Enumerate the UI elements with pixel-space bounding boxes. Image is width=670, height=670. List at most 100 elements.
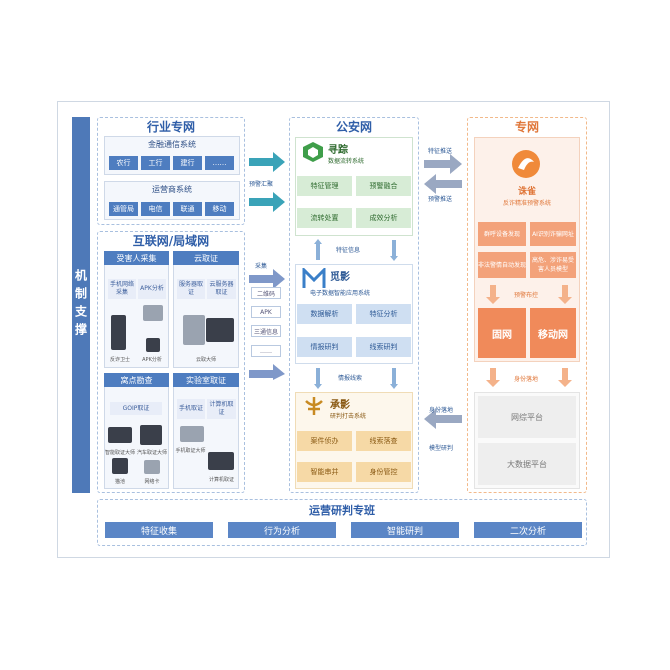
ops-item: 特征收集: [105, 522, 213, 538]
arrow-icon: [249, 192, 285, 212]
zhuque-item: AI识别诈骗网址: [530, 222, 576, 246]
input-chip: APK: [251, 306, 281, 318]
identity-label: 身份落地: [429, 407, 454, 414]
industry-network-title: 行业专网: [146, 120, 195, 134]
arrow-icon: [486, 368, 500, 387]
arrow-icon: [249, 269, 285, 289]
victim-item: APK分析: [138, 279, 166, 299]
device-caption: 汽车取证大师: [136, 450, 167, 456]
input-chip: ……: [251, 345, 281, 357]
arrow-icon: [314, 368, 322, 389]
chengying-item: 智能串并: [297, 462, 352, 482]
chengying-logo-icon: [305, 397, 323, 415]
mingying-name: 觅影: [330, 272, 350, 283]
arrow-icon: [424, 174, 462, 194]
device-caption: 计算机取证: [208, 477, 234, 483]
cloud-monitor-icon: [206, 318, 234, 342]
cloud-device-icon: [183, 315, 205, 345]
private-network-title: 专网: [514, 120, 539, 134]
tablet-device-icon: [108, 427, 132, 443]
arrow-icon: [424, 154, 462, 174]
handheld-device-icon: [146, 338, 160, 352]
mingying-logo-icon: [302, 268, 326, 288]
mingying-item: 线索研判: [356, 337, 411, 357]
xunzong-name: 寻踪: [328, 145, 348, 156]
xunzong-item: 特征管理: [297, 176, 352, 196]
input-chip: 二维码: [251, 287, 281, 299]
xunzong-logo-icon: [303, 142, 323, 162]
device-caption: 猫池: [114, 479, 125, 485]
carrier-system-title: 运营商系统: [152, 185, 192, 194]
carrier-item: 联通: [173, 202, 202, 216]
identity-flow-arrows: [486, 368, 572, 387]
arrow-icon: [390, 368, 398, 389]
warn-report-label: 预警汇聚: [249, 181, 274, 188]
feature-push-label: 特征推送: [428, 148, 453, 155]
arrow-icon: [249, 152, 285, 172]
zhuque-item: 非法警情自动发现: [478, 252, 526, 278]
xunzong-item: 预警融合: [356, 176, 411, 196]
scanner-device-icon: [143, 305, 163, 321]
device-caption: 云取大师: [195, 357, 216, 363]
police-network-title: 公安网: [335, 120, 372, 134]
device-caption: 智能取证大师: [104, 450, 135, 456]
mechanism-support-label: 机制支撑: [73, 269, 88, 341]
zhuque-desc: 反诈精准预警系统: [502, 200, 551, 207]
device-caption: 手机取证大师: [175, 448, 206, 454]
arrow-icon: [314, 239, 322, 260]
arrow-icon: [558, 285, 572, 304]
zhuque-item: 高危、涉诈易受害人员模型: [530, 252, 576, 278]
right-flow-arrows: [424, 154, 462, 429]
collect-label: 采集: [255, 263, 268, 270]
lab-forensics-title: 实验室取证: [173, 373, 239, 387]
victim-collect-title: 受害人采集: [104, 251, 169, 265]
finance-item: 建行: [173, 156, 202, 170]
ops-item: 二次分析: [474, 522, 582, 538]
mobile-network-box: 移动网: [530, 308, 576, 358]
chengying-item: 案件侦办: [297, 431, 352, 451]
lab-item: 手机取证: [177, 399, 205, 419]
computer-forensics-device-icon: [208, 452, 234, 470]
warn-control-label: 预警布控: [514, 292, 539, 299]
carrier-item: 电信: [141, 202, 170, 216]
finance-item: ……: [205, 156, 234, 170]
mechanism-support-bar: 机制支撑: [72, 117, 90, 493]
bigdata-platform: 大数据平台: [478, 443, 576, 485]
phone-forensics-device-icon: [180, 426, 204, 442]
input-chip: 三通信息: [251, 325, 281, 337]
finance-item: 农行: [109, 156, 138, 170]
identity-flow-label: 身份落地: [514, 376, 539, 383]
left-flow-arrows: [249, 152, 285, 380]
xunzong-desc: 数据流转系统: [328, 158, 365, 165]
hotspot-item: GOIP取证: [110, 402, 162, 415]
chengying-item: 线索落查: [356, 431, 411, 451]
device-caption: APK分析: [142, 357, 162, 363]
arrow-icon: [558, 368, 572, 387]
cloud-forensics-box: [173, 251, 239, 368]
fixed-network-box: 固网: [478, 308, 526, 358]
phone-device-icon: [111, 315, 126, 350]
finance-item: 工行: [141, 156, 170, 170]
network-platform: 网综平台: [478, 396, 576, 438]
mingying-desc: 电子数据智能应用系统: [310, 290, 371, 297]
chengying-name: 承影: [330, 400, 350, 411]
arrow-icon: [249, 364, 285, 380]
zhuque-name: 诛雀: [517, 187, 536, 197]
warn-push-label: 预警推送: [428, 196, 453, 203]
hotspot-survey-title: 窝点勘查: [104, 373, 169, 387]
model-label: 模型研判: [429, 445, 454, 452]
carrier-item: 移动: [205, 202, 234, 216]
ops-item: 智能研判: [351, 522, 459, 538]
cloud-item: 服务器取证: [177, 279, 205, 299]
finance-system-title: 金融通信系统: [148, 140, 196, 149]
victim-item: 手机网络采集: [108, 279, 136, 299]
device-caption: 网络卡: [144, 479, 160, 485]
lab-item: 计算机取证: [207, 399, 236, 419]
device-caption: 反诈卫士: [109, 357, 130, 363]
warn-control-arrows: [486, 285, 572, 304]
chengying-desc: 研判打击系统: [330, 413, 367, 420]
modem-device-icon: [112, 458, 128, 474]
arrow-icon: [424, 409, 462, 429]
feature-flow-arrows: [314, 239, 398, 261]
zhuque-item: 群呼设备发现: [478, 222, 526, 246]
